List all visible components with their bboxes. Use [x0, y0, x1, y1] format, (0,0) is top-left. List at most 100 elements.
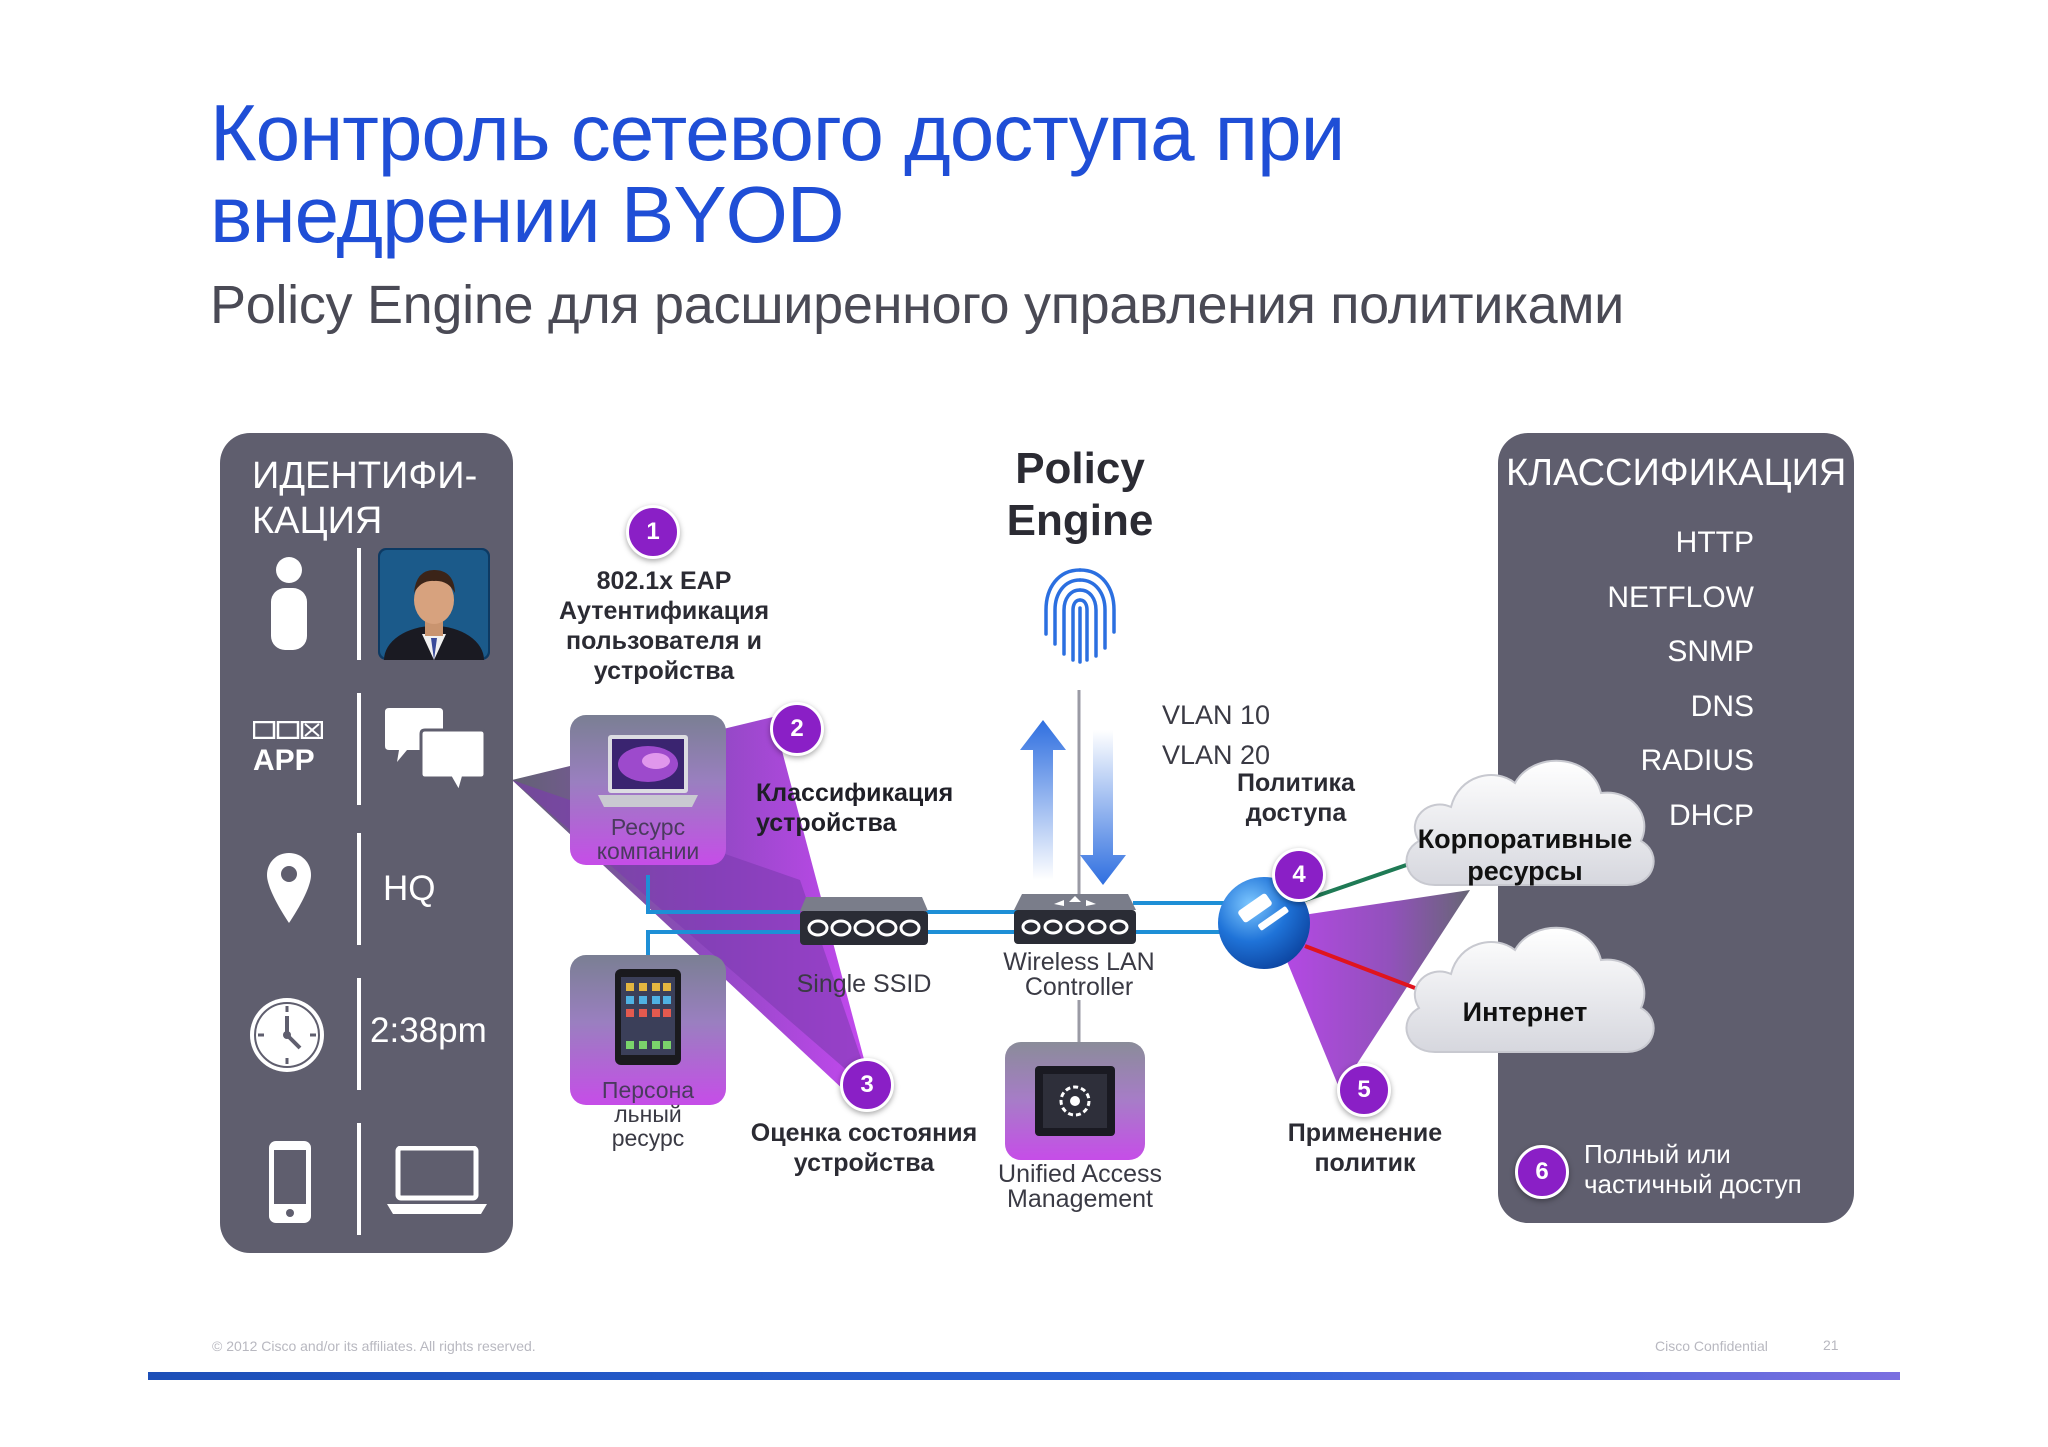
- classification-item: NETFLOW: [1607, 580, 1754, 614]
- footer-copyright: © 2012 Cisco and/or its affiliates. All …: [212, 1338, 536, 1354]
- classification-item: HTTP: [1675, 526, 1754, 559]
- divider-1: [357, 548, 361, 660]
- divider-2: [357, 693, 361, 805]
- vlan-20: VLAN 20: [1162, 740, 1271, 770]
- identification-heading-line2: КАЦИЯ: [252, 500, 383, 542]
- step-6-label: Полный или частичный доступ: [1584, 1139, 1802, 1199]
- classification-item: RADIUS: [1640, 744, 1754, 778]
- location-pin-icon: [267, 853, 311, 923]
- corporate-cloud-line: Корпоративные: [1417, 824, 1633, 854]
- app-icon: APP: [252, 720, 324, 777]
- step-4-badge: 4: [1272, 848, 1326, 902]
- time-value: 2:38pm: [370, 1011, 487, 1050]
- personal-resource-card: [570, 955, 726, 1105]
- internet-cloud-icon: [1405, 926, 1655, 1053]
- link-policy-corporate: [1304, 860, 1416, 902]
- step-3-line: Оценка состояния: [750, 1119, 978, 1147]
- arrow-down-icon: [1080, 730, 1126, 885]
- company-resource-label: Ресурс компании: [570, 815, 726, 863]
- footer-bar: [148, 1372, 1900, 1380]
- step-2-line: устройства: [756, 809, 897, 837]
- app-label: APP: [253, 744, 315, 777]
- access-point-icon: [800, 897, 928, 945]
- slide-subtitle: Policy Engine для расширенного управлени…: [210, 275, 1625, 335]
- footer-page-number: 21: [1823, 1337, 1839, 1353]
- identification-panel: ИДЕНТИФИ- КАЦИЯ APP: [220, 433, 513, 1253]
- step-1-line: пользователя и: [566, 627, 762, 655]
- slide-title: Контроль сетевого доступа при внедрении …: [210, 92, 1760, 256]
- wlc-label: Wireless LAN Controller: [974, 950, 1184, 1000]
- classification-item: SNMP: [1667, 635, 1754, 669]
- classification-list: HTTP NETFLOW SNMP DNS RADIUS DHCP: [1607, 516, 1754, 844]
- company-resource-card: Ресурс компании: [570, 715, 726, 865]
- chat-bubbles-icon: [385, 708, 487, 796]
- slide-title-line1: Контроль сетевого доступа при: [210, 88, 1345, 177]
- personal-resource-label: Персона льный ресурс: [570, 1078, 726, 1150]
- uam-label-line: Unified Access: [998, 1160, 1162, 1188]
- uam-server-icon: [1035, 1066, 1115, 1136]
- step-1-line: 802.1x EAP: [596, 567, 732, 595]
- step-4-line: Политика: [1237, 769, 1355, 797]
- uam-label: Unified Access Management: [975, 1162, 1185, 1212]
- vlan-list: VLAN 10 VLAN 20: [1162, 695, 1270, 775]
- single-ssid-label: Single SSID: [796, 970, 932, 998]
- location-value: HQ: [383, 869, 436, 908]
- avatar: [378, 548, 490, 660]
- corporate-cloud-label: Корпоративные ресурсы: [1400, 823, 1650, 887]
- user-icon: [271, 557, 307, 650]
- wlc-icon: [1014, 894, 1136, 944]
- identification-heading-line1: ИДЕНТИФИ-: [252, 455, 478, 497]
- arrow-up-icon: [1020, 720, 1066, 880]
- policy-engine-title: Policy Engine: [960, 443, 1200, 547]
- wlc-label-line: Wireless LAN: [1003, 948, 1155, 976]
- classification-item: DNS: [1690, 689, 1754, 723]
- vlan-10: VLAN 10: [1162, 700, 1271, 730]
- step-2-line: Классификация: [756, 779, 954, 807]
- divider-3: [357, 833, 361, 945]
- fingerprint-icon: [1044, 568, 1116, 664]
- phone-icon: [269, 1141, 311, 1223]
- clock-icon: [250, 998, 324, 1072]
- personal-resource-line: Персона: [601, 1077, 695, 1103]
- step-3-label: Оценка состояния устройства: [740, 1118, 988, 1178]
- link-company-ssid: [646, 875, 800, 914]
- uam-label-line: Management: [1007, 1185, 1153, 1213]
- app-windows-icon: [252, 720, 324, 740]
- slide-title-line2: внедрении BYOD: [210, 170, 845, 259]
- step-5-line: Применение: [1287, 1119, 1443, 1147]
- internet-cloud-label: Интернет: [1462, 997, 1588, 1027]
- company-resource-line: Ресурс: [610, 814, 686, 840]
- corporate-cloud-icon: [1405, 759, 1655, 886]
- classification-item: DHCP: [1668, 798, 1754, 832]
- step-5-line: политик: [1314, 1149, 1416, 1177]
- company-resource-line: компании: [596, 838, 700, 864]
- policy-enforcement-icon: [1218, 877, 1310, 969]
- step-6-badge: 6: [1515, 1145, 1569, 1199]
- policy-engine-line2: Engine: [1006, 496, 1154, 545]
- step-2-badge: 2: [770, 702, 824, 756]
- footer-confidential: Cisco Confidential: [1655, 1338, 1768, 1354]
- tablet-icon: [615, 969, 681, 1065]
- step-1-line: устройства: [593, 657, 735, 685]
- personal-resource-line: льный: [614, 1101, 682, 1127]
- policy-engine-line1: Policy: [1015, 444, 1145, 493]
- identification-heading: ИДЕНТИФИ- КАЦИЯ: [252, 454, 477, 544]
- link-policy-internet: [1304, 944, 1416, 990]
- wlc-label-line: Controller: [1024, 973, 1134, 1001]
- laptop-icon: [387, 1146, 487, 1214]
- step-5-label: Применение политик: [1255, 1118, 1475, 1178]
- step-5-badge: 5: [1337, 1063, 1391, 1117]
- divider-5: [357, 1123, 361, 1235]
- uam-card: [1005, 1042, 1145, 1160]
- macbook-icon: [598, 735, 698, 807]
- divider-4: [357, 978, 361, 1090]
- funnel-right: [1270, 890, 1470, 1090]
- step-6-line: частичный доступ: [1584, 1169, 1802, 1199]
- step-4-label: Политика доступа: [1206, 768, 1386, 828]
- step-1-badge: 1: [626, 505, 680, 559]
- step-3-badge: 3: [840, 1058, 894, 1112]
- classification-heading: КЛАССИФИКАЦИЯ: [1506, 452, 1847, 494]
- step-6-line: Полный или: [1584, 1139, 1731, 1169]
- step-2-label: Классификация устройства: [756, 778, 953, 838]
- personal-resource-line: ресурс: [611, 1125, 685, 1151]
